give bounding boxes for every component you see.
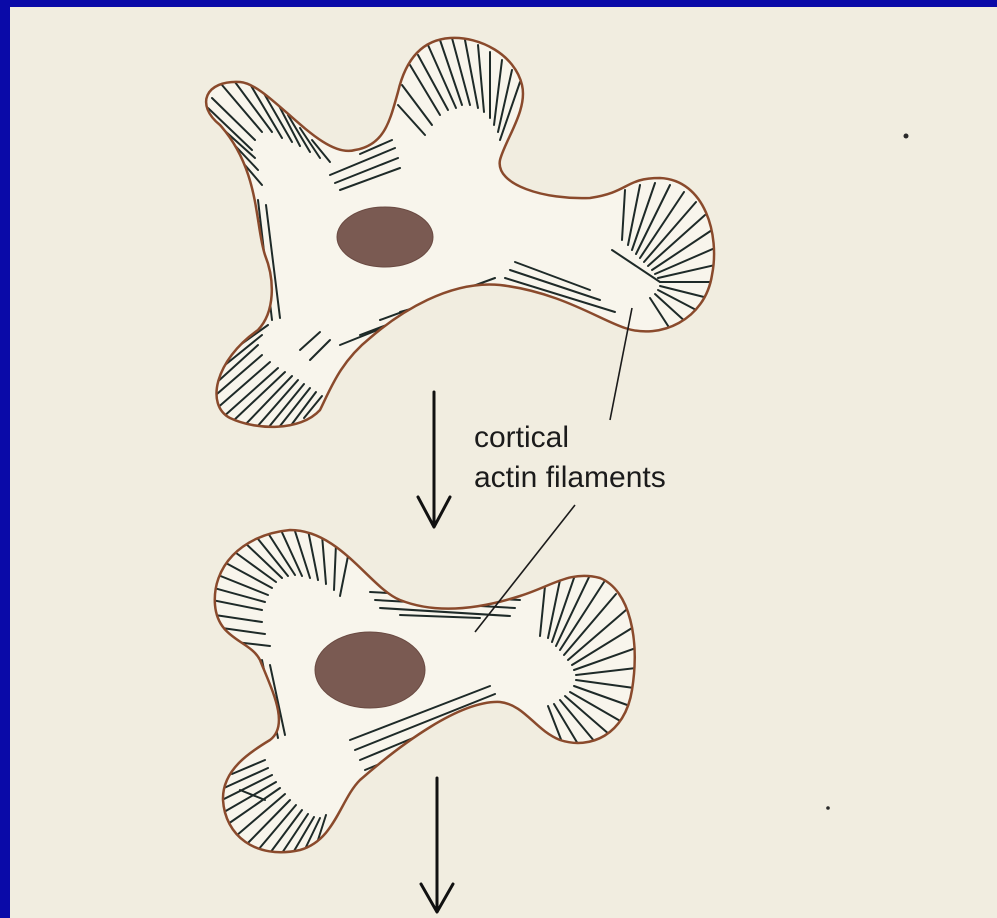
down-arrow-icon [418, 392, 450, 527]
cell-bottom [212, 528, 636, 853]
label-cortical: cortical [474, 420, 569, 456]
cell-top [206, 38, 715, 428]
down-arrow-icon [421, 778, 453, 912]
cell-bottom-nucleus [315, 632, 425, 708]
label-actin-filaments: actin filaments [474, 460, 666, 496]
cell-top-nucleus [337, 207, 433, 267]
speck [904, 134, 909, 139]
speck [826, 806, 830, 810]
